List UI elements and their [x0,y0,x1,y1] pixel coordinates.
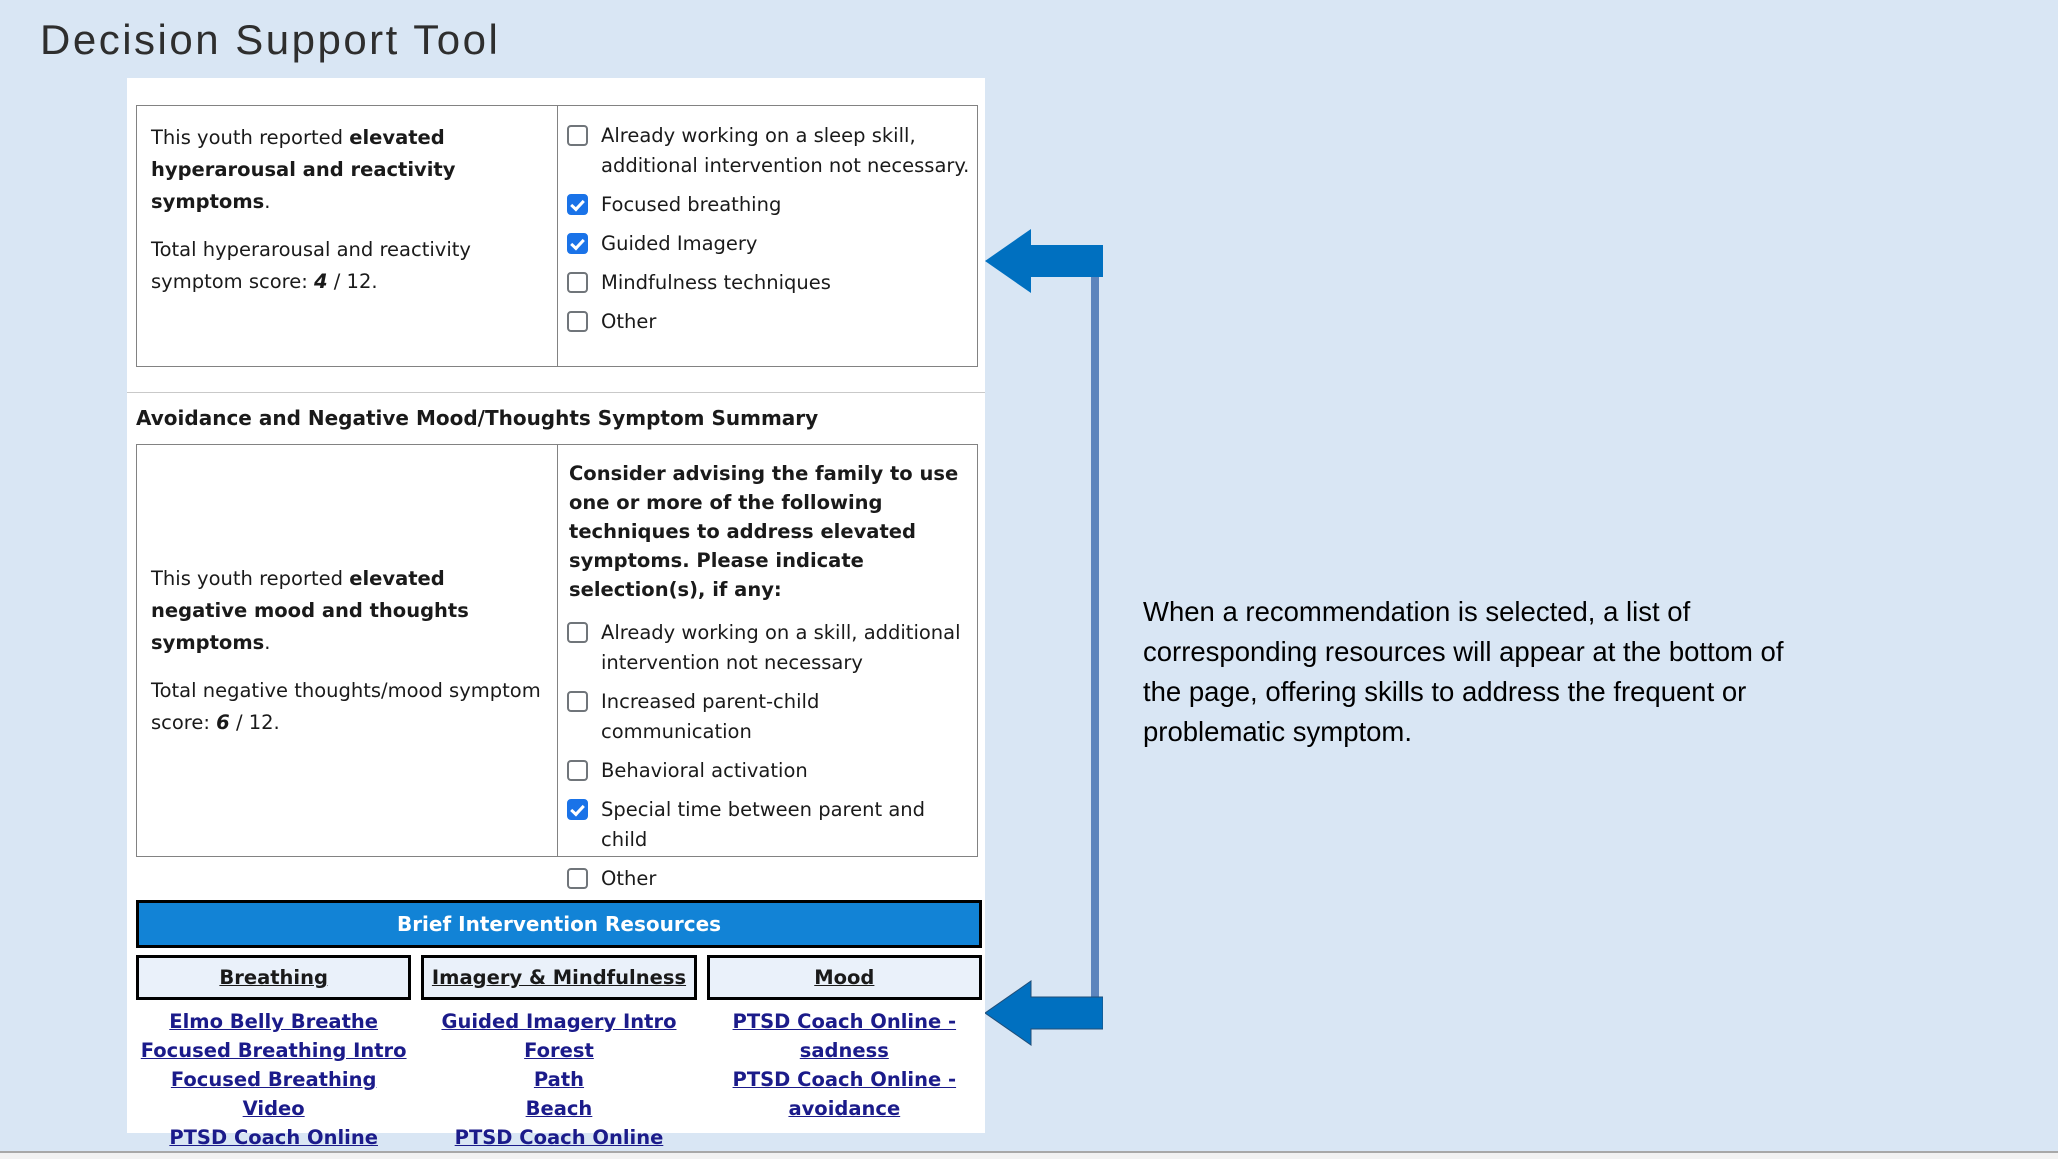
checkbox[interactable] [567,691,588,712]
resource-link[interactable]: PTSD Coach Online - sadness [732,1010,957,1062]
checkbox-label: Focused breathing [601,193,782,216]
hyperarousal-summary-box: This youth reported elevated hyperarousa… [136,105,978,367]
score-value: 4 [314,270,328,293]
left-arrow-bottom-icon [985,980,1103,1046]
checkbox[interactable] [567,272,588,293]
resource-link[interactable]: Guided Imagery Intro [441,1010,677,1033]
content-panel: This youth reported elevated hyperarousa… [127,78,985,1149]
column-header-mood: Mood [706,955,982,1000]
checkbox-label: Other [601,310,657,333]
checkbox-label: Increased parent-child communication [601,690,820,743]
resource-link[interactable]: Forest [524,1039,594,1062]
mood-options-column: Consider advising the family to use one … [558,445,977,890]
checkbox-label: Already working on a sleep skill, additi… [601,124,970,177]
checkbox[interactable] [567,233,588,254]
checkbox[interactable] [567,799,588,820]
checkbox-label: Special time between parent and child [601,798,926,851]
column-header-breathing: Breathing [136,955,412,1000]
score-prefix: Total hyperarousal and reactivity sympto… [151,238,471,293]
checkbox[interactable] [567,760,588,781]
checkbox[interactable] [567,311,588,332]
checkbox-label: Already working on a skill, additional i… [601,621,961,674]
column-header-imagery: Imagery & Mindfulness [421,955,697,1000]
checkbox-option[interactable]: Other [567,307,971,337]
checkmark-icon [570,235,585,251]
connector-line [1091,256,1099,1018]
section-divider [127,392,985,393]
score-value: 6 [216,710,230,734]
checkmark-icon [570,196,585,212]
checkbox[interactable] [567,868,588,889]
resources-title-bar: Brief Intervention Resources [136,900,982,948]
resource-link[interactable]: PTSD Coach Online - avoidance [732,1068,957,1120]
checkbox[interactable] [567,622,588,643]
mood-score-sentence: Total negative thoughts/mood symptom sco… [151,675,541,739]
checkbox-option[interactable]: Guided Imagery [567,229,971,259]
score-suffix: / 12. [229,710,280,734]
checkbox-label: Other [601,867,657,890]
hyperarousal-summary-text: This youth reported elevated hyperarousa… [137,106,558,366]
checkbox-option[interactable]: Already working on a skill, additional i… [567,618,971,678]
page-title: Decision Support Tool [40,16,501,63]
summary-bold: elevated hyperarousal and reactivity sym… [151,126,456,213]
mood-summary-text: This youth reported elevated negative mo… [137,445,558,856]
bottom-edge-strip [0,1151,2058,1159]
summary-prefix: This youth reported [151,566,350,590]
mood-options: Already working on a skill, additional i… [567,618,971,894]
resource-link[interactable]: Focused Breathing Video [170,1068,377,1120]
left-arrow-top-icon [985,229,1103,293]
annotation-text: When a recommendation is selected, a lis… [1143,596,1784,747]
checkbox-label: Behavioral activation [601,759,808,782]
summary-prefix: This youth reported [151,126,350,149]
checkmark-icon [570,801,585,817]
hyperarousal-score-sentence: Total hyperarousal and reactivity sympto… [151,234,541,298]
resource-link[interactable]: Path [533,1068,585,1091]
resources-table: Brief Intervention Resources Breathing E… [136,900,982,1152]
resource-link[interactable]: Beach [525,1097,593,1120]
resource-link[interactable]: Focused Breathing Intro [140,1039,407,1062]
hyperarousal-summary-sentence: This youth reported elevated hyperarousa… [151,122,541,218]
summary-bold: elevated negative mood and thoughts symp… [151,566,469,654]
summary-suffix: . [264,190,271,213]
checkbox-option[interactable]: Other [567,864,971,894]
checkbox[interactable] [567,194,588,215]
score-prefix: Total negative thoughts/mood symptom sco… [151,678,541,734]
resources-column-imagery: Imagery & Mindfulness Guided Imagery Int… [421,955,697,1152]
checkbox-option[interactable]: Focused breathing [567,190,971,220]
summary-suffix: . [264,630,271,654]
hyperarousal-options: Already working on a sleep skill, additi… [558,106,977,366]
resource-link[interactable]: Elmo Belly Breathe [169,1010,379,1033]
mood-instructions: Consider advising the family to use one … [569,462,959,601]
checkbox-label: Mindfulness techniques [601,271,831,294]
checkbox-option[interactable]: Increased parent-child communication [567,687,971,747]
score-suffix: / 12. [327,270,378,293]
resource-link[interactable]: PTSD Coach Online [454,1126,664,1149]
avoidance-section-header: Avoidance and Negative Mood/Thoughts Sym… [136,406,819,430]
checkbox[interactable] [567,125,588,146]
checkbox-label: Guided Imagery [601,232,758,255]
checkbox-option[interactable]: Mindfulness techniques [567,268,971,298]
checkbox-option[interactable]: Behavioral activation [567,756,971,786]
checkbox-option[interactable]: Already working on a sleep skill, additi… [567,121,971,181]
mood-summary-box: This youth reported elevated negative mo… [136,444,978,890]
checkbox-option[interactable]: Special time between parent and child [567,795,971,855]
resource-link[interactable]: PTSD Coach Online [169,1126,378,1149]
mood-summary-sentence: This youth reported elevated negative mo… [151,563,541,659]
